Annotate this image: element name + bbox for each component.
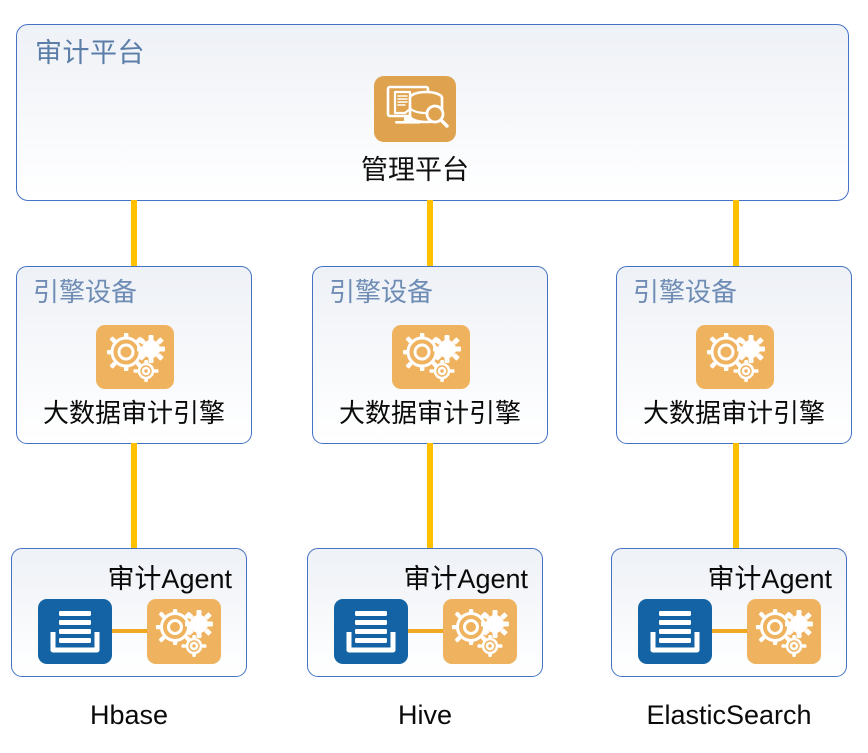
gears-icon — [696, 325, 774, 389]
audit-agent-title-1: 审计Agent — [107, 564, 232, 594]
engine-caption-1: 大数据审计引擎 — [42, 398, 225, 428]
connector-platform-engine-1 — [131, 200, 137, 268]
engine-device-title-2: 引擎设备 — [329, 277, 434, 307]
management-platform-node[interactable]: 管理平台 — [331, 76, 499, 188]
monitor-document-database-search-icon — [374, 76, 456, 142]
engine-device-title-1: 引擎设备 — [33, 277, 138, 307]
connector-engine-agent-1 — [131, 443, 137, 549]
connector-platform-engine-2 — [427, 200, 433, 268]
agent-internal-connector — [404, 629, 448, 633]
connector-engine-agent-2 — [427, 443, 433, 549]
audit-platform-title: 审计平台 — [35, 38, 145, 68]
engine-device-panel-3: 引擎设备 — [616, 266, 852, 444]
audit-agent-title-3: 审计Agent — [707, 564, 832, 594]
gears-icon — [747, 599, 821, 664]
engine-caption-3: 大数据审计引擎 — [642, 398, 825, 428]
engine-device-panel-1: 引擎设备 — [16, 266, 252, 444]
engine-caption-2: 大数据审计引擎 — [338, 398, 521, 428]
audit-agent-panel-1: 审计Agent — [11, 548, 247, 677]
document-stack-icon — [638, 599, 712, 664]
engine-device-panel-2: 引擎设备 — [312, 266, 548, 444]
store-label-hbase: Hbase — [89, 700, 169, 730]
connector-platform-engine-3 — [733, 200, 739, 268]
engine-device-title-3: 引擎设备 — [633, 277, 738, 307]
audit-agent-panel-3: 审计Agent — [611, 548, 847, 677]
gears-icon — [392, 325, 470, 389]
store-label-hive: Hive — [397, 700, 452, 730]
gears-icon — [96, 325, 174, 389]
connector-engine-agent-3 — [733, 443, 739, 549]
gears-icon — [147, 599, 221, 664]
management-platform-caption: 管理平台 — [361, 155, 469, 185]
audit-agent-title-2: 审计Agent — [403, 564, 528, 594]
gears-icon — [443, 599, 517, 664]
document-stack-icon — [38, 599, 112, 664]
document-stack-icon — [334, 599, 408, 664]
agent-internal-connector — [708, 629, 752, 633]
store-label-elasticsearch: ElasticSearch — [646, 700, 812, 730]
agent-internal-connector — [108, 629, 152, 633]
audit-agent-panel-2: 审计Agent — [307, 548, 543, 677]
